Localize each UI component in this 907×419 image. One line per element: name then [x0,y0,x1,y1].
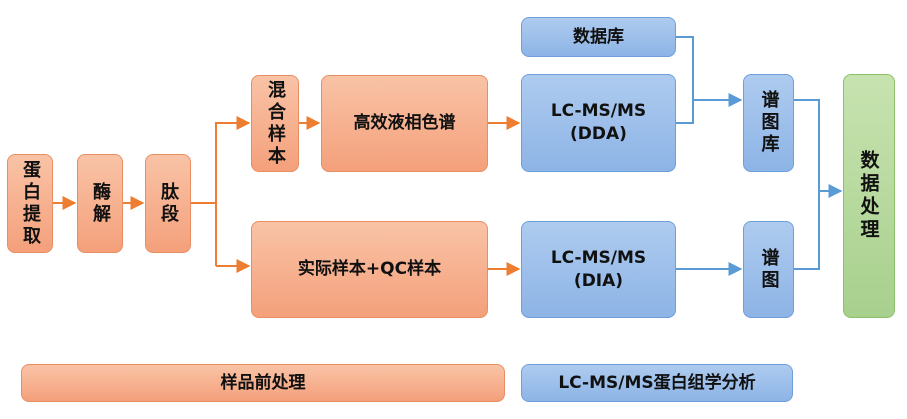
legend-proteomics: LC-MS/MS蛋白组学分析 [521,364,793,402]
legend-sample-prep: 样品前处理 [21,364,505,402]
node-digestion: 酶解 [77,154,123,253]
node-mixed-sample: 混合样本 [251,75,299,172]
node-lcms-dia: LC-MS/MS (DIA) [521,221,676,318]
dia-line2: (DIA) [573,270,624,291]
dda-line1: LC-MS/MS [550,101,647,122]
dda-line2: (DDA) [570,124,627,144]
arrow-library-merge [794,99,820,191]
arrow-dda-to-library [676,100,694,124]
dia-line1: LC-MS/MS [550,247,647,268]
arrow-database-to-library [676,36,743,107]
node-lcms-dda: LC-MS/MS (DDA) [521,74,676,172]
node-spectral-library: 谱图库 [743,74,794,172]
node-protein-extraction: 蛋白提取 [7,154,53,253]
node-hplc: 高效液相色谱 [321,75,488,172]
node-actual-qc-samples: 实际样本+QC样本 [251,221,488,318]
node-database: 数据库 [521,17,676,57]
node-peptides: 肽段 [145,154,191,253]
node-spectra: 谱图 [743,221,794,318]
arrow-split-to-mixed [215,116,251,266]
node-data-processing: 数据处理 [843,74,895,318]
arrow-spectra-merge [794,191,820,270]
